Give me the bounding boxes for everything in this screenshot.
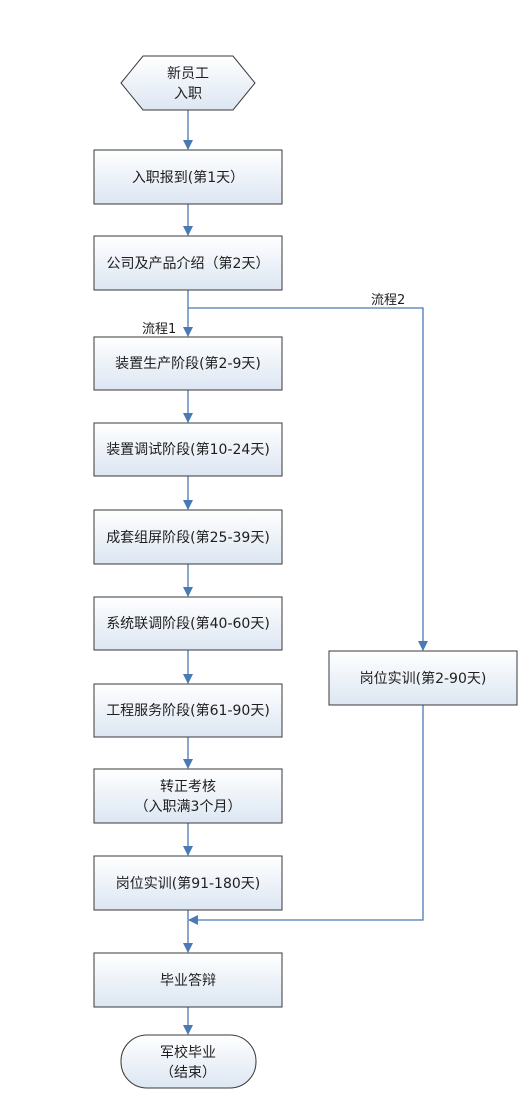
start-node: 新员工 入职 [120, 55, 256, 111]
end-label-line2: （结束） [160, 1065, 216, 1081]
step-10-label: 毕业答辩 [160, 972, 216, 989]
flow-1-label: 流程1 [142, 322, 176, 337]
step-2-label: 公司及产品介绍（第2天） [107, 255, 270, 272]
step-7-label: 工程服务阶段(第61-90天) [106, 702, 270, 719]
step-3-node: 装置生产阶段(第2-9天) [93, 336, 283, 391]
end-label-line1: 军校毕业 [160, 1044, 216, 1061]
step-7-node: 工程服务阶段(第61-90天) [93, 683, 283, 738]
step-8-label-line2: （入职满3个月） [135, 799, 242, 815]
step-8-label-line1: 转正考核 [160, 779, 216, 795]
step-5-node: 成套组屏阶段(第25-39天) [93, 509, 283, 565]
step-1-label: 入职报到(第1天） [132, 169, 244, 186]
step-10-node: 毕业答辩 [93, 952, 283, 1008]
step-4-label: 装置调试阶段(第10-24天) [106, 441, 270, 458]
connector-flow2-to-side [188, 307, 428, 651]
step-3-label: 装置生产阶段(第2-9天) [115, 355, 261, 372]
step-2-node: 公司及产品介绍（第2天） [93, 235, 283, 291]
step-6-node: 系统联调阶段(第40-60天) [93, 596, 283, 651]
side-step-node: 岗位实训(第2-90天) [328, 650, 518, 706]
start-label-line1: 新员工 [167, 66, 209, 82]
step-8-node: 转正考核 （入职满3个月） [93, 768, 283, 824]
step-6-label: 系统联调阶段(第40-60天) [106, 615, 270, 632]
flow-2-label: 流程2 [371, 293, 405, 308]
step-9-label: 岗位实训(第91-180天) [116, 875, 261, 892]
step-5-label: 成套组屏阶段(第25-39天) [106, 529, 270, 546]
step-1-node: 入职报到(第1天） [93, 149, 283, 205]
step-9-node: 岗位实训(第91-180天) [93, 855, 283, 911]
side-step-label: 岗位实训(第2-90天) [360, 670, 487, 687]
step-4-node: 装置调试阶段(第10-24天) [93, 422, 283, 477]
end-node: 军校毕业 （结束） [120, 1034, 257, 1089]
start-label-line2: 入职 [174, 86, 202, 102]
connector-side-merge [188, 705, 424, 925]
